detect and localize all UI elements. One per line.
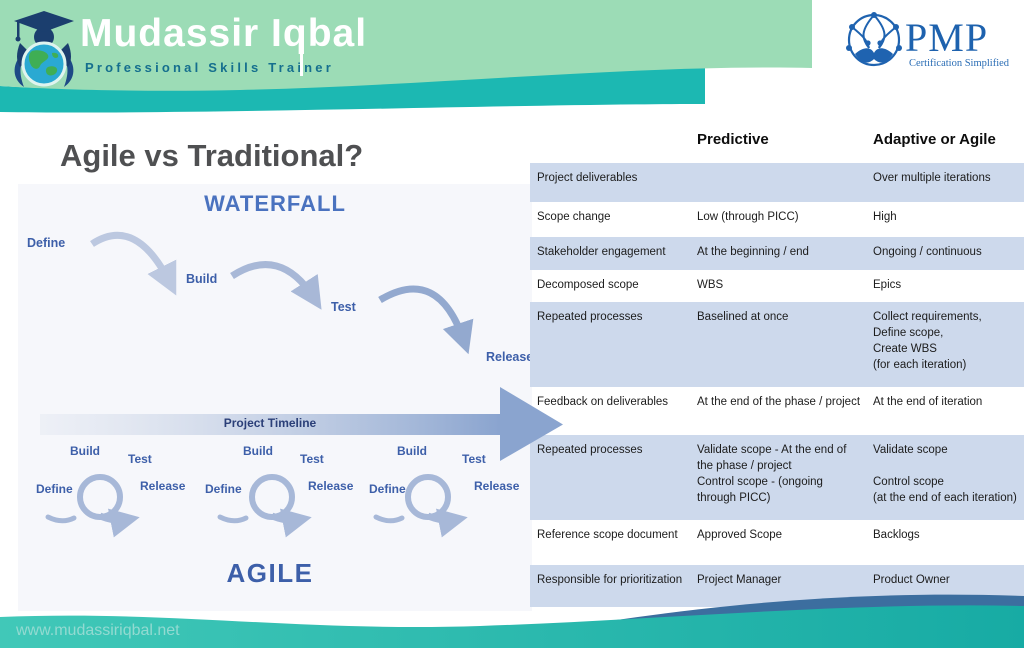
loop2-test: Test	[300, 452, 324, 466]
predictive-cell: At the beginning / end	[697, 246, 809, 258]
waterfall-step-build: Build	[186, 272, 218, 286]
row-label: Project deliverables	[537, 172, 638, 184]
column-header-predictive: Predictive	[697, 131, 769, 148]
pmp-subtitle: Certification Simplified	[909, 58, 1010, 69]
predictive-cell: Approved Scope	[697, 529, 783, 541]
row-label: Stakeholder engagement	[537, 246, 666, 258]
loop1-define: Define	[36, 482, 73, 496]
waterfall-step-test: Test	[331, 300, 356, 314]
waterfall-step-release: Release	[486, 350, 534, 364]
table-row: Feedback on deliverables At the end of t…	[530, 387, 1024, 435]
table-row: Reference scope document Approved Scope …	[530, 520, 1024, 565]
predictive-cell: WBS	[697, 279, 724, 291]
trainer-logo-icon	[14, 11, 74, 87]
row-label: Repeated processes	[537, 444, 643, 456]
loop1-release: Release	[140, 479, 186, 493]
waterfall-title: WATERFALL	[204, 191, 346, 216]
predictive-cell: Baselined at once	[697, 311, 789, 323]
loop2-build: Build	[243, 444, 273, 458]
adaptive-cell: Ongoing / continuous	[873, 246, 982, 258]
timeline-label: Project Timeline	[223, 416, 317, 430]
footer-url: www.mudassiriqbal.net	[16, 622, 180, 639]
table-row: Decomposed scope WBS Epics	[530, 270, 1024, 302]
row-label: Decomposed scope	[537, 279, 639, 291]
table-row: Stakeholder engagement At the beginning …	[530, 237, 1024, 270]
predictive-cell: At the end of the phase / project	[697, 396, 861, 408]
row-label: Reference scope document	[537, 529, 678, 541]
header-bands	[0, 0, 812, 113]
row-label: Repeated processes	[537, 311, 643, 323]
pmp-emblem-icon	[846, 12, 902, 67]
row-label: Scope change	[537, 211, 611, 223]
brand-name: Mudassir Iqbal	[80, 12, 368, 55]
table-row: Project deliverables Over multiple itera…	[530, 163, 1024, 202]
table-row: Repeated processes Validate scope - At t…	[530, 435, 1024, 520]
loop2-release: Release	[308, 479, 354, 493]
column-header-adaptive: Adaptive or Agile	[873, 131, 996, 148]
predictive-cell: Validate scope - At the end of the phase…	[697, 444, 847, 505]
loop1-build: Build	[70, 444, 100, 458]
pmp-title: PMP	[905, 15, 989, 60]
adaptive-cell: Epics	[873, 279, 902, 291]
table-row: Repeated processes Baselined at once Col…	[530, 302, 1024, 387]
teal-wave-band	[0, 66, 705, 113]
adaptive-cell: High	[873, 211, 897, 223]
agile-title: AGILE	[226, 558, 314, 588]
predictive-cell	[697, 163, 873, 202]
row-label: Feedback on deliverables	[537, 396, 669, 408]
table-body: Project deliverables Over multiple itera…	[530, 163, 1024, 607]
adaptive-cell: Over multiple iterations	[873, 172, 991, 184]
predictive-cell: Project Manager	[697, 574, 782, 586]
predictive-cell: Low (through PICC)	[697, 211, 799, 223]
brand-tagline: Professional Skills Trainer	[85, 60, 334, 75]
waterfall-step-define: Define	[27, 236, 66, 250]
comparison-table: Predictive Adaptive or Agile Project del…	[530, 125, 1024, 607]
adaptive-cell: Product Owner	[873, 574, 950, 586]
adaptive-cell: Backlogs	[873, 529, 920, 541]
adaptive-cell: Validate scope Control scope (at the end…	[873, 444, 1017, 505]
pmp-logo: PMP Certification Simplified	[843, 8, 1018, 78]
loop3-define: Define	[369, 482, 406, 496]
page-title: Agile vs Traditional?	[60, 138, 364, 173]
loop3-release: Release	[474, 479, 520, 493]
loop3-test: Test	[462, 452, 486, 466]
green-header-band	[0, 0, 812, 91]
loop3-build: Build	[397, 444, 427, 458]
adaptive-cell: At the end of iteration	[873, 396, 983, 408]
diagram-panel	[18, 184, 532, 611]
adaptive-cell: Collect requirements, Define scope, Crea…	[873, 311, 982, 372]
loop1-test: Test	[128, 452, 152, 466]
brand-divider	[300, 50, 303, 76]
loop2-define: Define	[205, 482, 242, 496]
table-row: Scope change Low (through PICC) High	[530, 202, 1024, 237]
row-label: Responsible for prioritization	[537, 574, 683, 586]
table-row: Responsible for prioritization Project M…	[530, 565, 1024, 607]
